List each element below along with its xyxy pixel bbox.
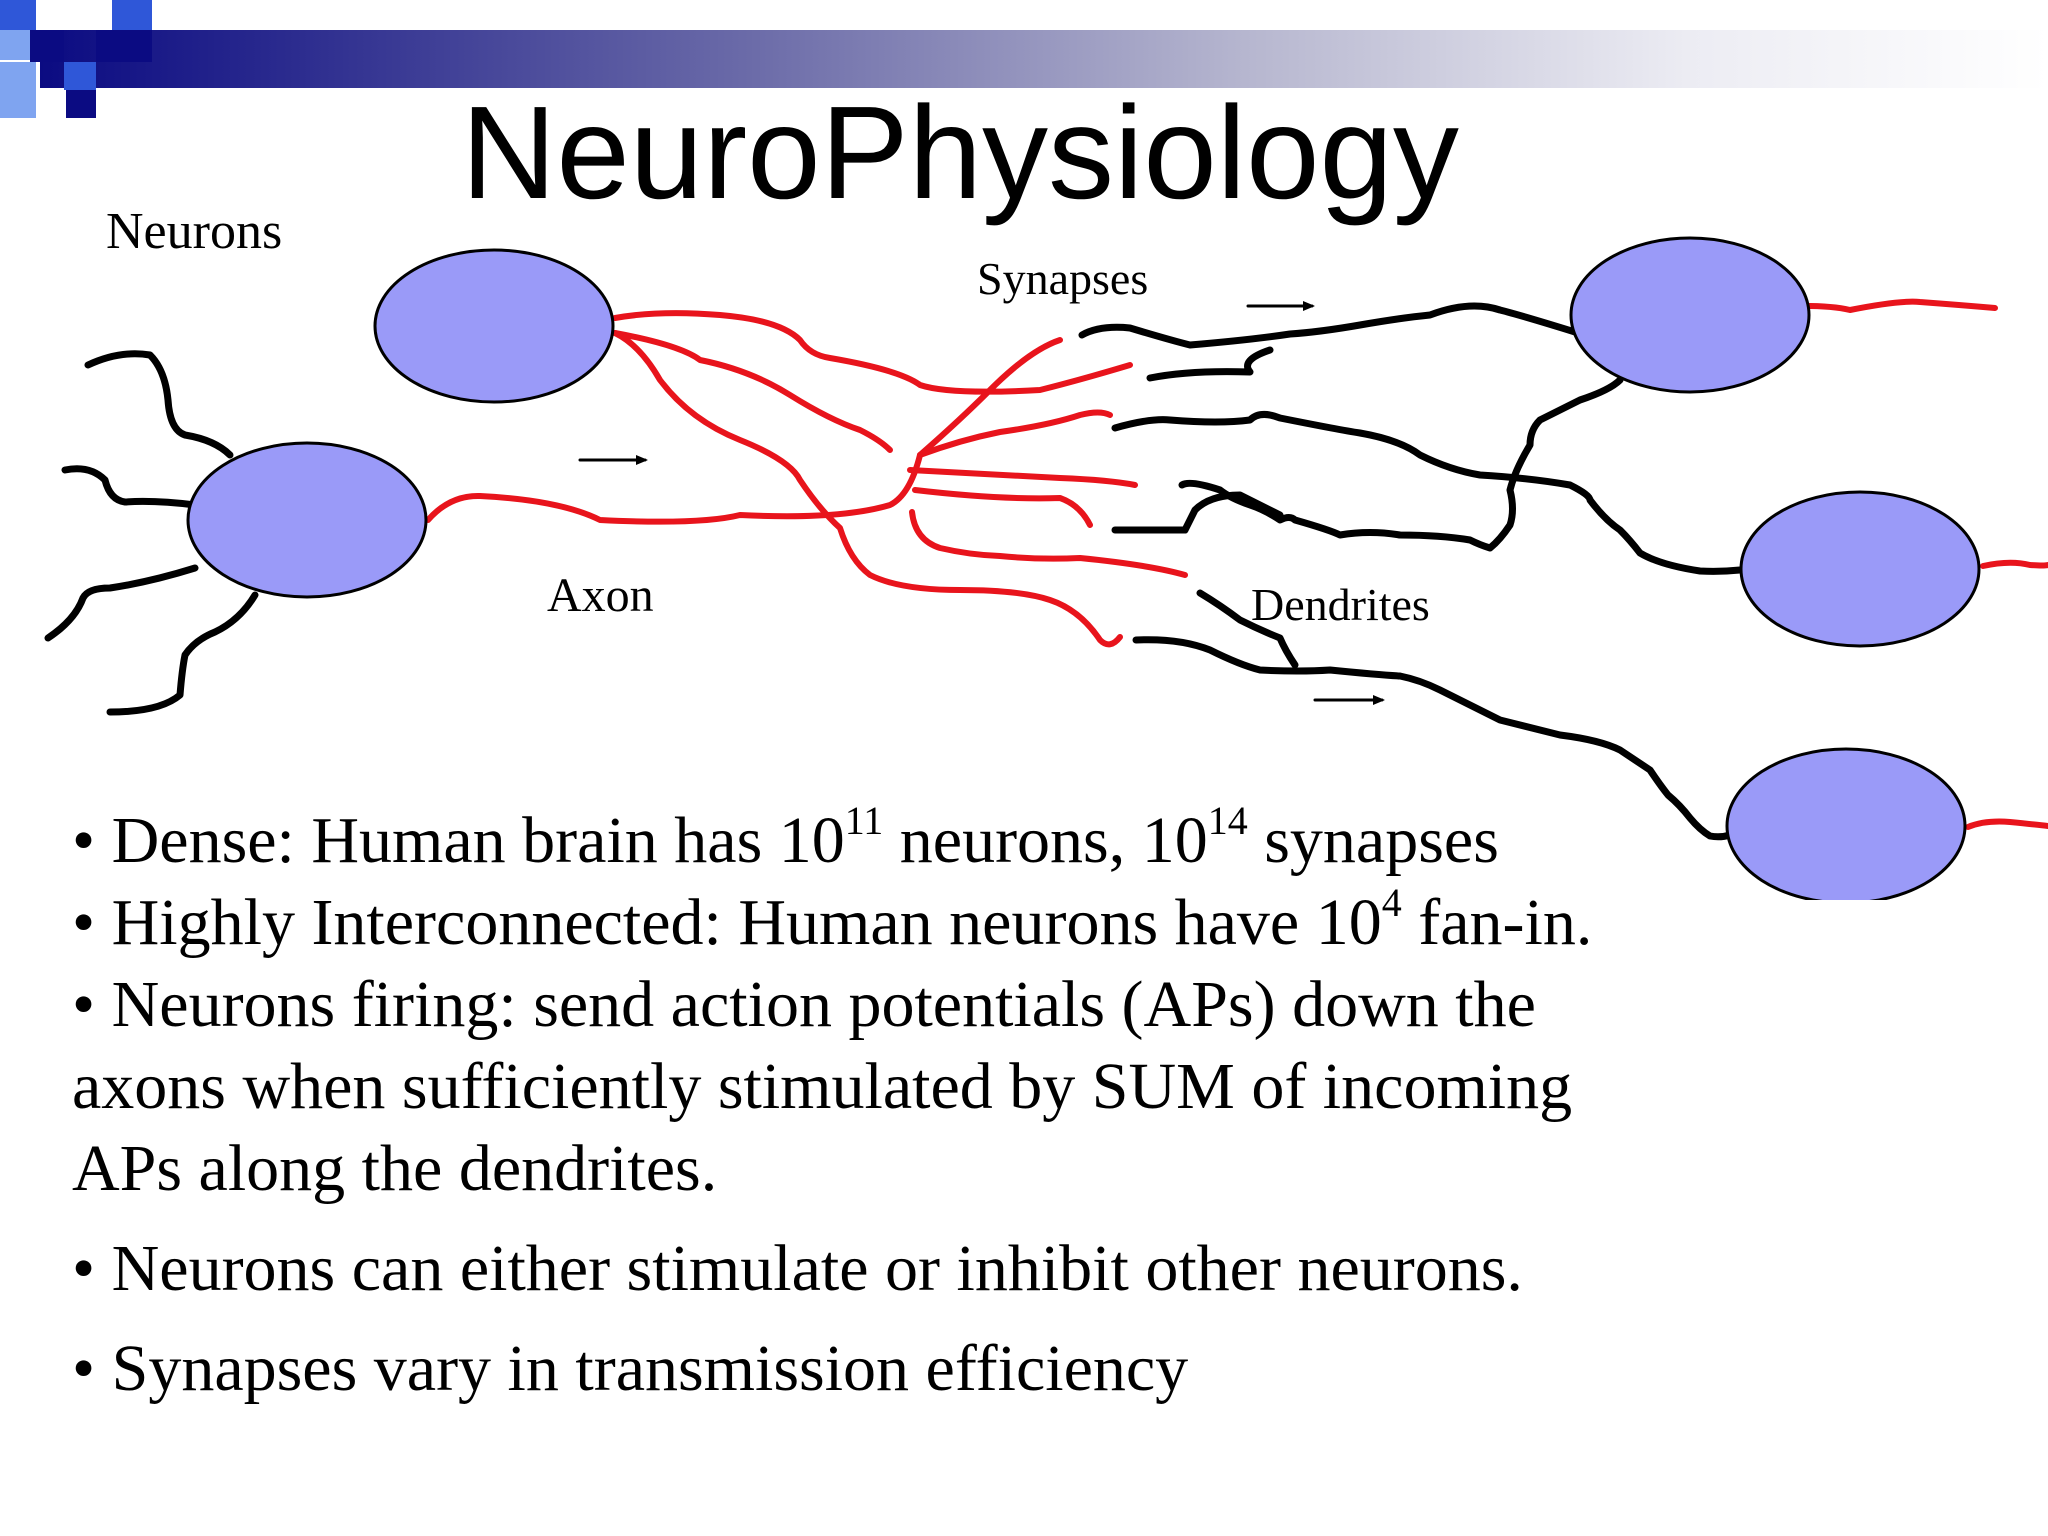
neuron-cell-body <box>373 248 615 404</box>
bullet-symbol: • <box>72 1232 96 1305</box>
header-square-decoration <box>0 0 36 30</box>
bullet-stimulate-inhibit: • Neurons can either stimulate or inhibi… <box>72 1228 1523 1310</box>
axon-branches <box>425 298 2048 830</box>
bullet-symbol: • <box>72 804 96 877</box>
neuron-cell-body <box>1725 747 1967 900</box>
bullet-text: Synapses vary in transmission efficiency <box>111 1332 1189 1405</box>
axon-label: Axon <box>547 569 654 622</box>
exponent: 11 <box>844 798 884 843</box>
bullet-symbol: • <box>72 968 96 1041</box>
header-gradient-bar <box>40 30 2048 88</box>
header-square-decoration <box>112 0 152 30</box>
neurons-label: Neurons <box>106 203 283 260</box>
arrow-head <box>1303 301 1315 311</box>
bullet-text: Highly Interconnected: Human neurons hav… <box>111 886 1382 959</box>
bullet-text: synapses <box>1247 804 1499 877</box>
header-square-decoration <box>64 62 96 90</box>
bullet-text: Dense: Human brain has 10 <box>111 804 845 877</box>
neuron-cell-body <box>1739 490 1981 648</box>
header-square-decoration <box>36 0 72 30</box>
bullet-firing-line2: axons when sufficiently stimulated by SU… <box>72 1046 1572 1128</box>
right-neuron-dendrites <box>1078 302 1744 841</box>
exponent: 4 <box>1381 880 1402 925</box>
bullet-symbol: • <box>72 886 96 959</box>
bullet-interconnected: • Highly Interconnected: Human neurons h… <box>72 882 1592 964</box>
header-square-decoration <box>66 90 96 118</box>
bullet-text: fan-in. <box>1401 886 1593 959</box>
neuron-cell-body <box>1569 236 1811 394</box>
header-square-decoration <box>0 62 36 118</box>
bullet-symbol: • <box>72 1332 96 1405</box>
bullet-synapse-efficiency: • Synapses vary in transmission efficien… <box>72 1328 1188 1410</box>
arrow-head <box>1373 695 1385 705</box>
dendrites-label: Dendrites <box>1251 579 1430 630</box>
bullet-firing: • Neurons firing: send action potentials… <box>72 964 1536 1046</box>
exponent: 14 <box>1207 798 1248 843</box>
bullet-text: Neurons firing: send action potentials (… <box>111 968 1536 1041</box>
arrow-head <box>636 455 648 465</box>
left-neuron-dendrites <box>44 350 259 716</box>
bullet-firing-line3: APs along the dendrites. <box>72 1128 717 1210</box>
bullet-text: axons when sufficiently stimulated by SU… <box>72 1050 1573 1123</box>
header-square-decoration <box>96 30 152 62</box>
direction-arrows <box>578 304 1384 702</box>
neuron-network-diagram <box>44 236 2048 900</box>
synapses-label: Synapses <box>977 253 1149 304</box>
bullet-text: Neurons can either stimulate or inhibit … <box>111 1232 1523 1305</box>
bullet-text: APs along the dendrites. <box>72 1132 718 1205</box>
neuron-cell-body <box>186 441 428 599</box>
header-square-decoration <box>30 30 64 62</box>
slide-title: NeuroPhysiology <box>461 79 1459 226</box>
bullet-dense: • Dense: Human brain has 1011 neurons, 1… <box>72 800 1499 882</box>
bullet-text: neurons, 10 <box>883 804 1208 877</box>
